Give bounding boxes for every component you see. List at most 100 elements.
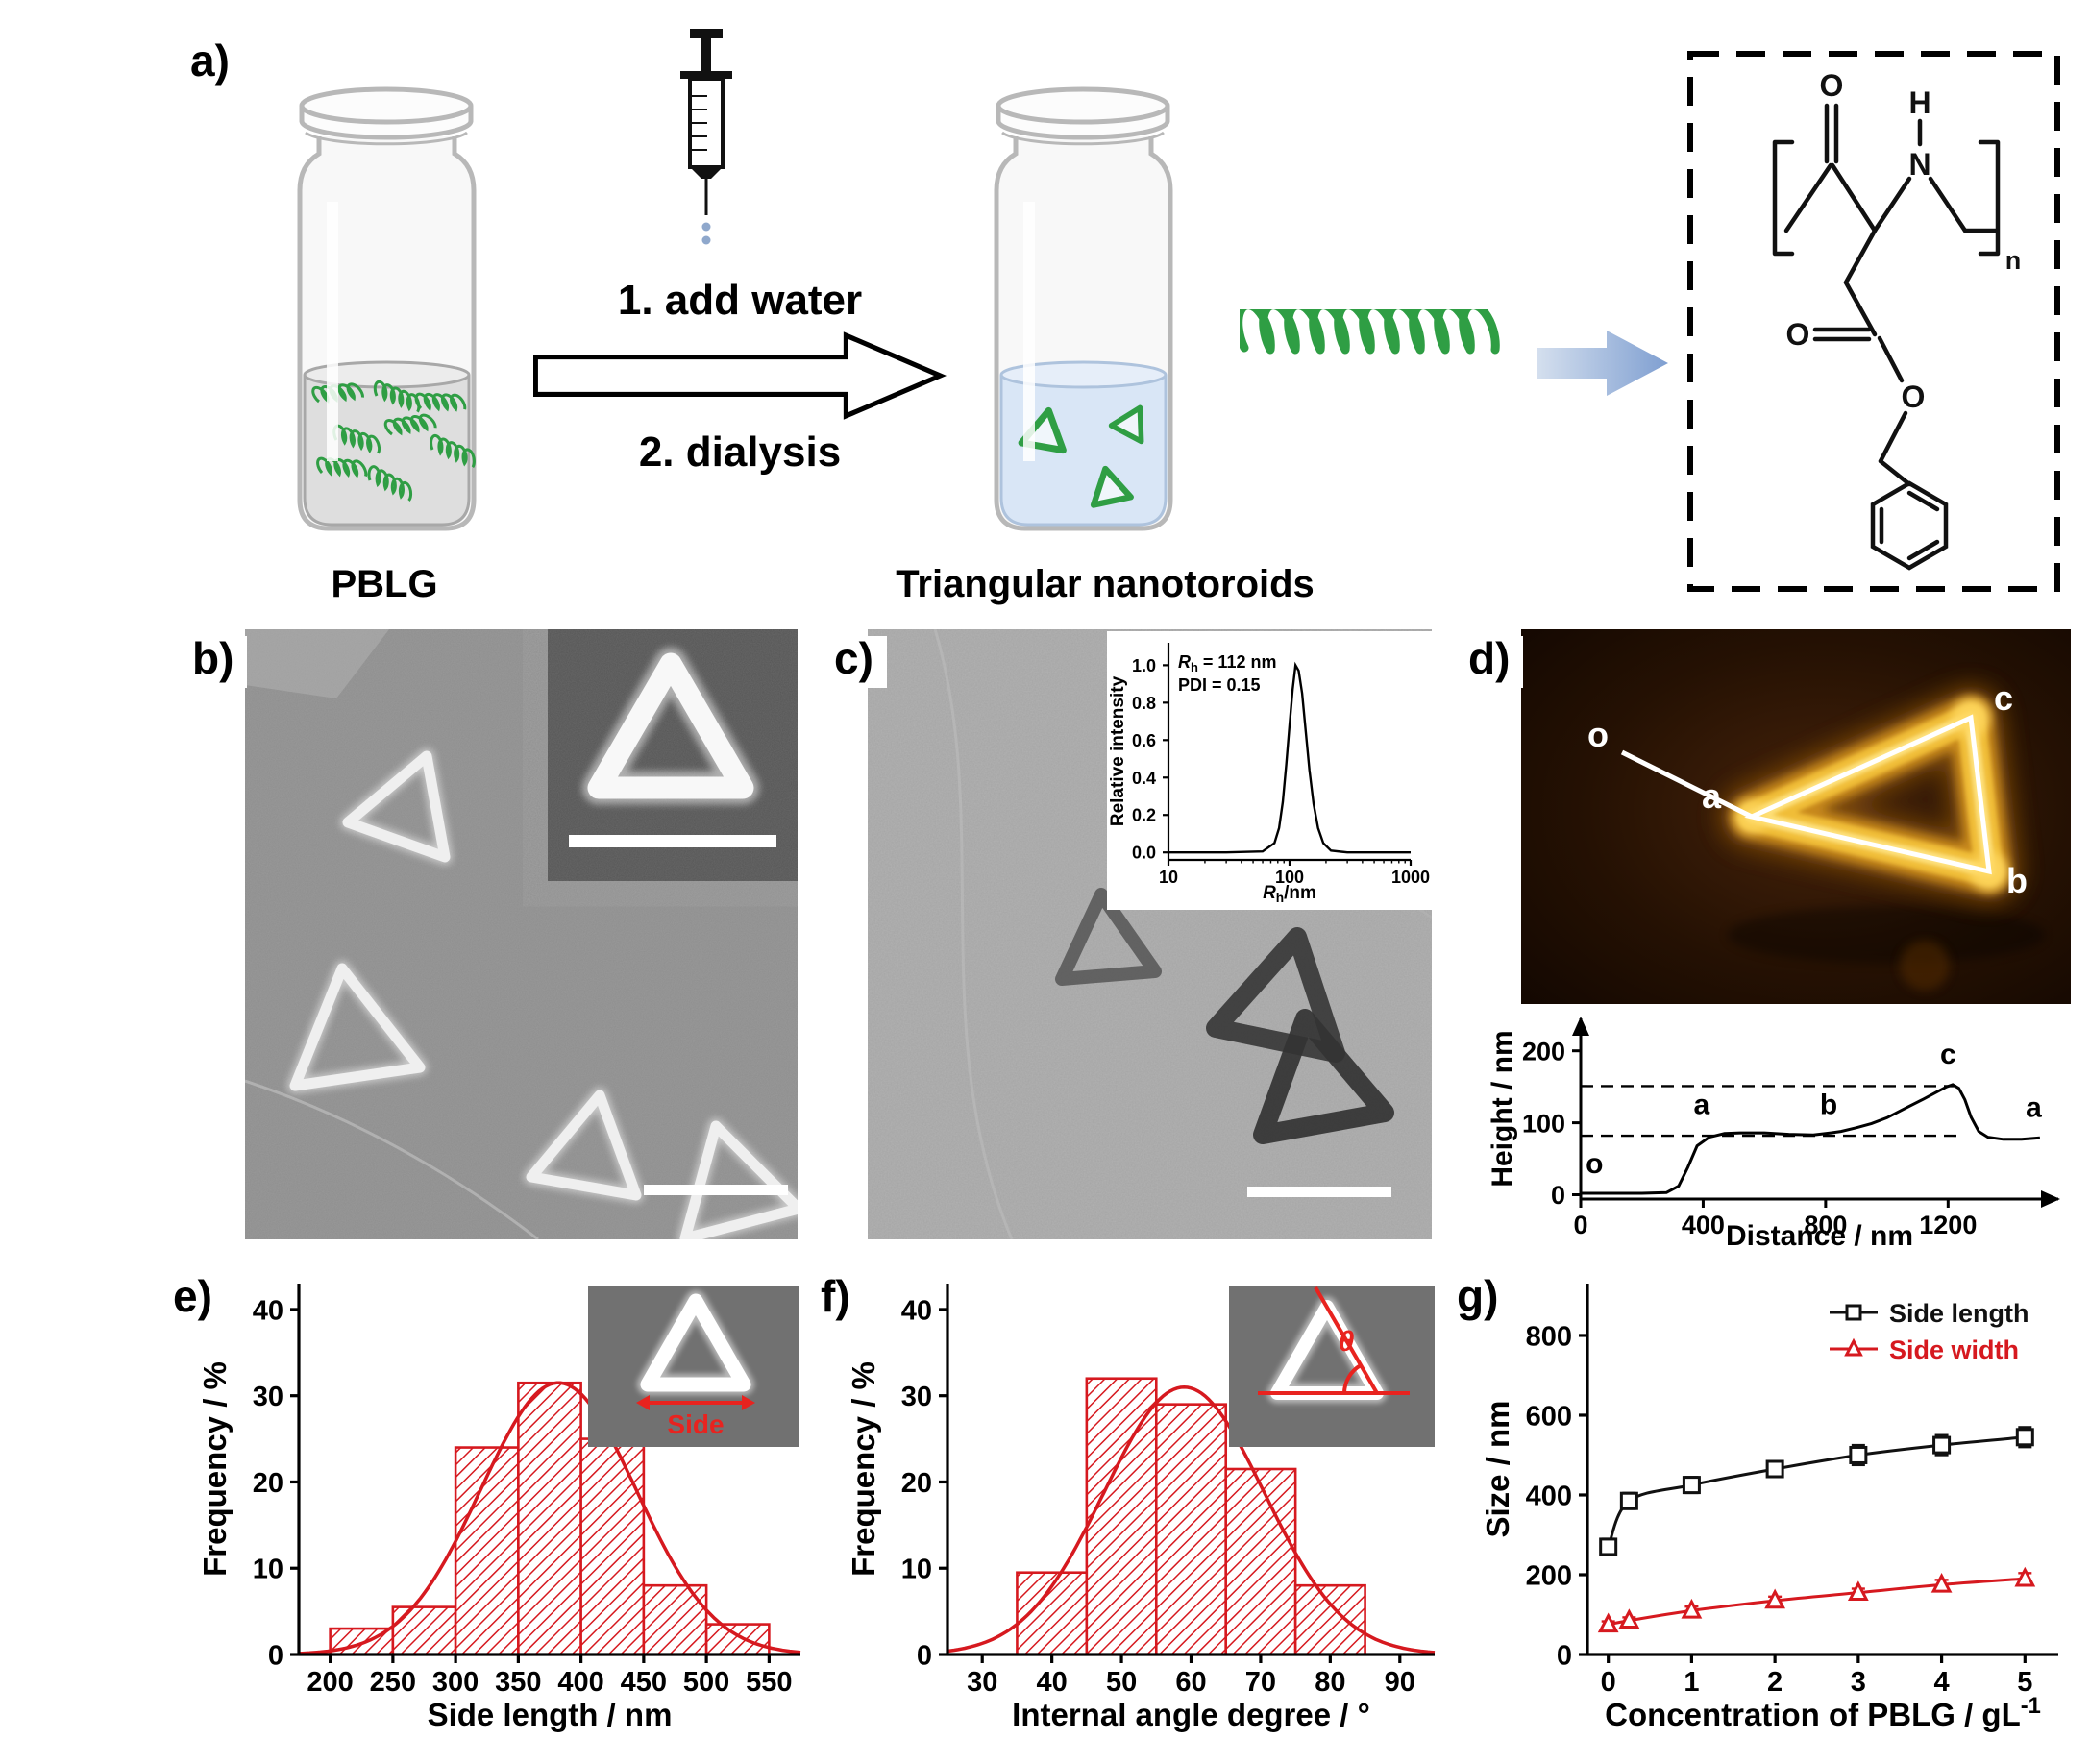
svg-text:30: 30	[967, 1667, 997, 1698]
svg-text:40: 40	[1037, 1667, 1068, 1698]
svg-text:3: 3	[1851, 1667, 1866, 1698]
carbonyl-oxygen: O	[1820, 68, 1844, 103]
title-pblg: PBLG	[331, 563, 438, 605]
svg-text:Concentration of PBLG / gL-1: Concentration of PBLG / gL-1	[1605, 1693, 2041, 1732]
title-nanotoroids: Triangular nanotoroids	[896, 563, 1315, 605]
panel-label-e: e)	[171, 1274, 226, 1326]
panel-label-a: a)	[188, 38, 243, 90]
vial-pblg-solution	[297, 86, 480, 531]
vial-cap	[996, 86, 1170, 146]
afm-label-c: c	[1994, 678, 2013, 718]
debris-sheet	[245, 629, 389, 698]
structure-bonds	[1772, 103, 2001, 571]
svg-text:0: 0	[917, 1640, 932, 1671]
svg-text:1200: 1200	[1919, 1211, 1977, 1239]
svg-text:a: a	[2026, 1092, 2042, 1124]
panel-label-d: d)	[1466, 636, 1524, 688]
svg-text:200: 200	[1526, 1560, 1572, 1591]
svg-text:o: o	[1586, 1148, 1603, 1180]
svg-text:a: a	[1693, 1090, 1709, 1121]
vial-liquid-pblg	[303, 360, 471, 527]
svg-text:20: 20	[253, 1468, 283, 1499]
structure-atoms: O H N n O O	[1786, 68, 2022, 414]
svg-text:0.4: 0.4	[1132, 769, 1156, 788]
svg-text:350: 350	[495, 1667, 541, 1698]
amide-nitrogen: N	[1908, 147, 1930, 182]
svg-text:Size / nm: Size / nm	[1480, 1400, 1515, 1537]
svg-text:Relative intensity: Relative intensity	[1108, 675, 1128, 826]
svg-text:0: 0	[1601, 1667, 1616, 1698]
step-add-water: 1. add water	[617, 277, 863, 324]
svg-text:0.8: 0.8	[1132, 694, 1156, 713]
svg-text:800: 800	[1526, 1321, 1572, 1352]
svg-text:80: 80	[1315, 1667, 1345, 1698]
angle-inset-image: θ	[1229, 1286, 1435, 1447]
svg-text:200: 200	[307, 1667, 353, 1698]
scale-bar	[644, 1185, 788, 1195]
filament	[245, 1079, 539, 1239]
svg-text:300: 300	[432, 1667, 479, 1698]
svg-text:400: 400	[557, 1667, 603, 1698]
svg-text:Rh/nm: Rh/nm	[1263, 883, 1316, 905]
svg-text:200: 200	[1522, 1037, 1565, 1066]
svg-text:0: 0	[1551, 1181, 1565, 1210]
vial-nanotoroid-solution	[994, 86, 1173, 531]
side-label: Side	[667, 1409, 724, 1439]
process-arrow	[533, 331, 947, 420]
profile-line-oa	[1620, 749, 1754, 820]
shadow	[1728, 906, 2045, 964]
svg-text:10: 10	[901, 1555, 932, 1585]
svg-text:550: 550	[746, 1667, 792, 1698]
svg-text:0: 0	[1557, 1640, 1572, 1671]
afm-image: o a c b	[1521, 629, 2071, 1004]
scale-bar	[1247, 1187, 1391, 1197]
svg-text:Distance / nm: Distance / nm	[1726, 1220, 1913, 1252]
svg-text:90: 90	[1385, 1667, 1415, 1698]
side-length-inset: Side	[588, 1286, 799, 1447]
film-fold	[933, 629, 1014, 1239]
svg-text:Rh = 112 nm: Rh = 112 nm	[1178, 652, 1276, 674]
svg-text:0.2: 0.2	[1132, 806, 1156, 825]
svg-text:Internal angle degree / °: Internal angle degree / °	[1012, 1697, 1370, 1732]
svg-text:Frequency / %: Frequency / %	[197, 1361, 233, 1577]
svg-text:5: 5	[2017, 1667, 2032, 1698]
panel-label-g: g)	[1455, 1274, 1512, 1326]
afm-label-b: b	[2006, 861, 2028, 900]
svg-text:50: 50	[1106, 1667, 1137, 1698]
angle-inset: θ	[1229, 1286, 1435, 1447]
dls-plot	[1168, 661, 1411, 854]
svg-text:100: 100	[1522, 1109, 1565, 1138]
svg-text:800: 800	[1804, 1211, 1847, 1239]
sem-nanotoroids	[287, 748, 798, 1239]
svg-text:b: b	[1820, 1090, 1837, 1121]
svg-text:Side length: Side length	[1889, 1299, 2029, 1328]
afm-label-a: a	[1702, 776, 1722, 816]
repeat-subscript: n	[2005, 246, 2022, 275]
syringe-icon	[680, 29, 732, 245]
svg-text:100: 100	[1275, 868, 1304, 887]
vial-cap	[299, 86, 474, 146]
svg-text:4: 4	[1934, 1667, 1950, 1698]
ester-double-oxygen: O	[1786, 317, 1810, 352]
svg-text:0.0: 0.0	[1132, 844, 1156, 863]
svg-text:1: 1	[1684, 1667, 1699, 1698]
svg-text:Side width: Side width	[1889, 1335, 2019, 1364]
svg-text:PDI = 0.15: PDI = 0.15	[1178, 675, 1261, 695]
panel-label-f: f)	[819, 1274, 864, 1326]
afm-label-o: o	[1587, 715, 1609, 754]
svg-text:c: c	[1940, 1039, 1956, 1070]
svg-text:0.6: 0.6	[1132, 731, 1156, 750]
theta-label: θ	[1339, 1326, 1355, 1358]
svg-text:Height / nm: Height / nm	[1487, 1030, 1518, 1187]
gradient-arrow-icon	[1537, 331, 1668, 396]
svg-text:70: 70	[1245, 1667, 1276, 1698]
angle-markers	[1258, 1286, 1410, 1395]
profile-triangle-abc	[1744, 714, 1992, 875]
